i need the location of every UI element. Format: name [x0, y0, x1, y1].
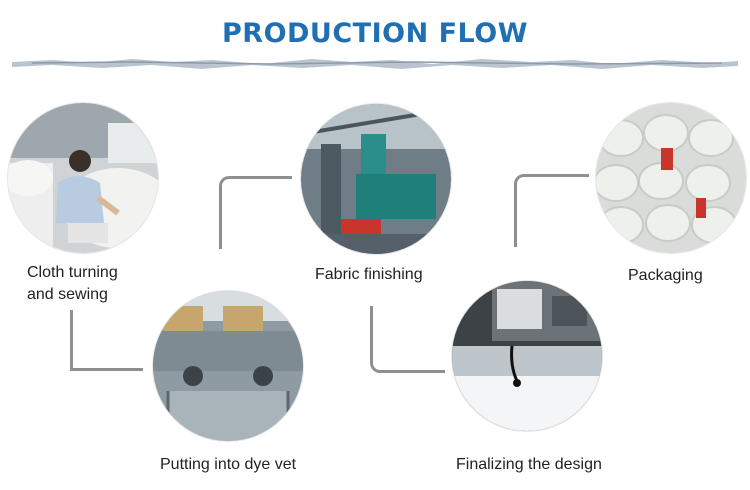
connector-4 — [514, 174, 589, 247]
connector-1 — [70, 310, 143, 371]
step-label-sewing: Cloth turning and sewing — [27, 264, 118, 303]
photo-worker-sewing — [8, 103, 158, 253]
step-label-design: Finalizing the design — [456, 456, 602, 473]
photo-design-machine — [452, 281, 602, 431]
connector-3 — [370, 306, 445, 373]
page-title: PRODUCTION FLOW — [221, 18, 529, 49]
photo-dyeing-machine — [153, 291, 303, 441]
step-label-dye: Putting into dye vet — [160, 456, 297, 473]
brush-divider — [12, 59, 738, 69]
step-label-packaging: Packaging — [628, 267, 703, 284]
connector-2 — [219, 176, 292, 249]
photo-finishing-machinery — [301, 104, 451, 254]
photo-packaged-rolls — [596, 103, 746, 253]
step-label-finishing: Fabric finishing — [315, 266, 423, 283]
